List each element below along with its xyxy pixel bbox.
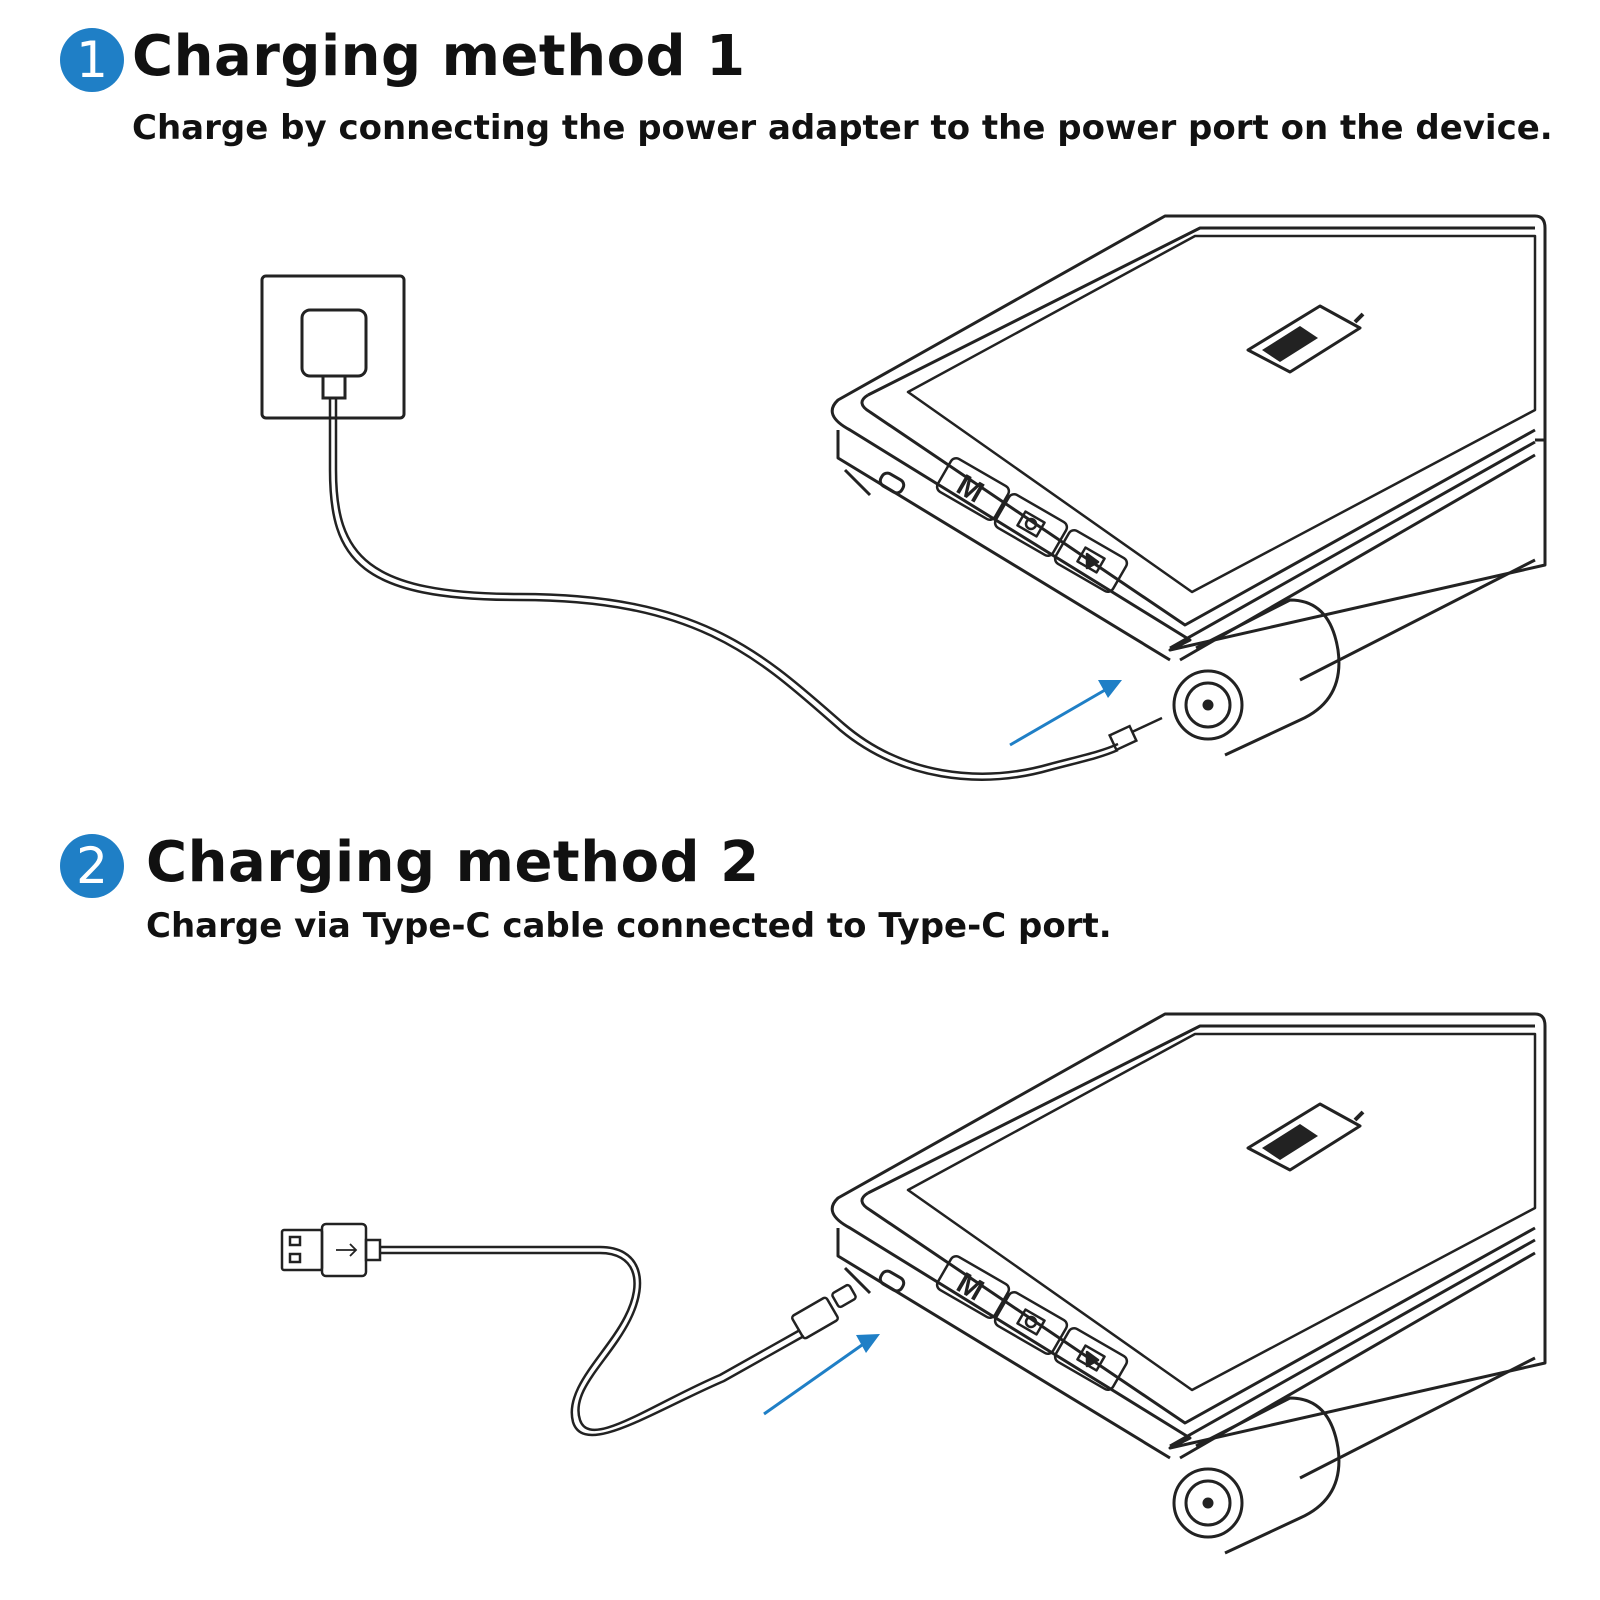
power-cable (328, 398, 1163, 781)
method-2-title: Charging method 2 (146, 830, 760, 895)
device-buttons: M (935, 456, 1129, 594)
play-icon (1076, 1344, 1106, 1372)
method-1-subtitle: Charge by connecting the power adapter t… (132, 108, 1553, 148)
menu-button-label: M (951, 1267, 989, 1308)
camera-icon (1016, 510, 1046, 538)
charging-method-2-section: 2 Charging method 2 Charge via Type-C ca… (0, 810, 1600, 1600)
battery-icon (1246, 304, 1365, 374)
method-2-illustration: M (280, 1012, 1547, 1555)
camera-icon (1016, 1308, 1046, 1336)
magnifier-device-illustration: M (830, 214, 1547, 757)
magnifier-device-illustration: M (830, 1012, 1547, 1555)
usb-a-plug-icon (280, 1222, 382, 1278)
battery-icon (1246, 1102, 1365, 1172)
device-buttons: M (935, 1254, 1129, 1392)
wall-adapter-icon (260, 274, 406, 420)
insert-arrow-icon (763, 1334, 880, 1416)
type-c-cable (380, 1245, 857, 1437)
step-badge-1: 1 (60, 28, 124, 92)
step-badge-2: 2 (60, 834, 124, 898)
play-icon (1076, 546, 1106, 574)
insert-arrow-icon (1009, 680, 1122, 747)
charging-method-1-section: 1 Charging method 1 Charge by connecting… (60, 24, 1553, 781)
method-1-title: Charging method 1 (132, 24, 746, 89)
menu-button-label: M (951, 469, 989, 510)
method-1-illustration: M (260, 214, 1547, 781)
method-2-subtitle: Charge via Type-C cable connected to Typ… (146, 906, 1112, 946)
